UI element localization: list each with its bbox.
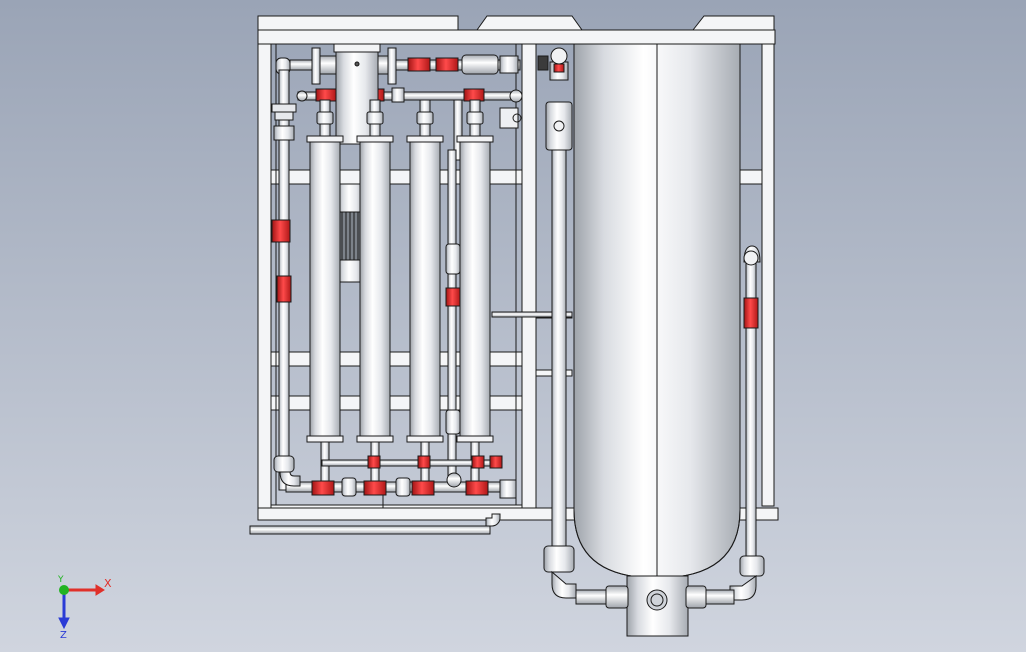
membrane-vessel-icon xyxy=(359,141,391,437)
drain-pipe xyxy=(249,513,501,535)
axis-triad[interactable]: X Y Z xyxy=(57,575,112,641)
x-axis-label: X xyxy=(104,577,112,590)
z-axis-label: Z xyxy=(60,630,67,641)
membrane-vessel-1 xyxy=(306,99,344,483)
x-axis-arrowhead-icon xyxy=(95,584,105,596)
membrane-vessel-3 xyxy=(406,99,444,483)
membrane-vessel-4 xyxy=(456,99,494,483)
y-axis-dot-icon xyxy=(59,585,69,595)
z-axis-arrowhead-icon xyxy=(58,617,70,630)
tank-inlet-riser xyxy=(537,47,629,609)
membrane-vessel-icon xyxy=(459,141,491,437)
y-axis-label: Y xyxy=(57,575,64,585)
bottom-manifold xyxy=(279,455,517,499)
membrane-vessel-icon xyxy=(309,141,341,437)
membrane-vessel-2 xyxy=(356,99,394,483)
vessel-valve-icon xyxy=(366,111,384,125)
reject-pipe xyxy=(445,149,573,491)
membrane-vessel-icon xyxy=(409,141,441,437)
tank-drain-port-icon xyxy=(646,589,668,611)
pressure-tank xyxy=(573,43,741,637)
vessel-valve-icon xyxy=(316,111,334,125)
inlet-valve-icon xyxy=(550,47,568,65)
vessel-valve-icon xyxy=(416,111,434,125)
left-supply-pipe xyxy=(271,69,297,491)
tank-outlet-riser xyxy=(685,245,765,609)
vessel-valve-icon xyxy=(466,111,484,125)
outlet-elbow-icon xyxy=(743,250,759,266)
